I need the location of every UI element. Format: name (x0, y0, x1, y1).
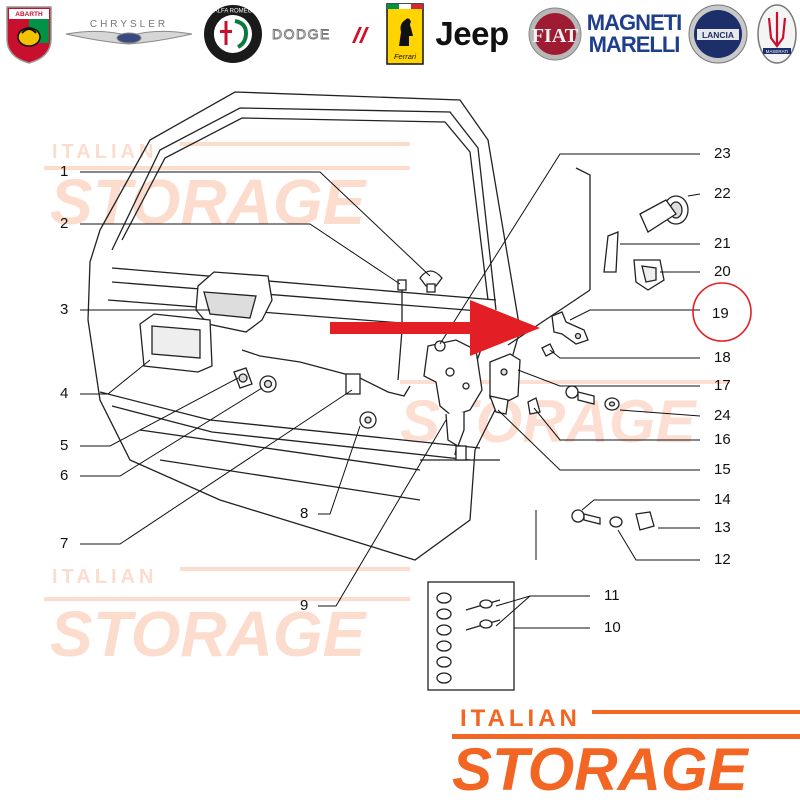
magneti-logo-text: MAGNETI (586, 10, 682, 35)
abarth-logo: ABARTH (0, 2, 58, 66)
watermark-small-text: ITALIAN (52, 141, 157, 163)
parts-10-11-kit-box (427, 581, 515, 691)
part-18-clip (541, 343, 555, 357)
callout-3: 3 (60, 301, 68, 318)
part-20-retaining-clip (633, 259, 665, 291)
part-24-washer (604, 397, 620, 411)
fiat-logo-text: FIAT (532, 25, 579, 47)
callout-12: 12 (714, 551, 731, 568)
alfa-romeo-logo: ALFA ROMEO (200, 2, 266, 66)
ferrari-logo: Ferrari (384, 2, 426, 66)
callout-2: 2 (60, 215, 68, 232)
callout-15: 15 (714, 461, 731, 478)
callout-9: 9 (300, 597, 308, 614)
fiat-logo: FIAT (526, 2, 584, 66)
abarth-logo-text: ABARTH (15, 11, 43, 18)
leader-lines (80, 153, 701, 629)
magneti-marelli-logo: MAGNETI MARELLI (586, 2, 682, 66)
callout-21: 21 (714, 235, 731, 252)
ferrari-logo-text: Ferrari (394, 52, 416, 61)
highlight-circle-part-19 (692, 282, 752, 342)
logo-small-text: ITALIAN (460, 705, 581, 732)
callout-14: 14 (714, 491, 731, 508)
part-17b-bolt (565, 385, 595, 405)
part-5-clip (233, 367, 253, 389)
callout-23: 23 (714, 145, 731, 162)
part-3-inner-handle (195, 271, 273, 333)
part-1-knob (419, 270, 443, 293)
part-4-handle-bezel (139, 313, 213, 373)
jeep-logo-text: Jeep (435, 15, 509, 52)
part-9-lock-mechanism (423, 339, 483, 461)
part-15-bracket (488, 395, 509, 415)
callout-13: 13 (714, 519, 731, 536)
marelli-logo-text: MARELLI (588, 32, 681, 57)
callout-5: 5 (60, 437, 68, 454)
logo-big-text: STORAGE (452, 736, 750, 800)
lancia-logo-text: LANCIA (702, 30, 734, 40)
italian-storage-logo: ITALIAN STORAGE (452, 705, 800, 800)
alfa-romeo-logo-text: ALFA ROMEO (214, 9, 253, 15)
callout-11: 11 (604, 587, 620, 604)
lancia-logo: LANCIA (686, 2, 750, 66)
maserati-logo-text: MASERATI (766, 49, 789, 54)
callout-19: 19 (712, 305, 729, 322)
callout-4: 4 (60, 385, 68, 402)
part-13-nut (635, 511, 655, 531)
callout-24: 24 (714, 407, 731, 424)
callout-20: 20 (714, 263, 731, 280)
callout-numbers: 1 2 3 4 5 6 7 8 9 10 11 12 13 14 15 16 1… (60, 145, 731, 636)
watermark-top: ITALIAN STORAGE (44, 141, 410, 238)
part-17-striker-plate (489, 353, 521, 405)
part-16-screw (527, 397, 541, 415)
part-22-lock-cylinder (639, 195, 689, 233)
callout-10: 10 (604, 619, 621, 636)
maserati-logo: MASERATI (754, 2, 800, 66)
chrysler-logo-text: CHRYSLER (90, 19, 168, 30)
watermark-bottom: ITALIAN STORAGE (44, 566, 410, 670)
callout-18: 18 (714, 349, 731, 366)
dodge-logo-text: DODGE (272, 26, 331, 42)
callout-1: 1 (60, 163, 68, 180)
part-8-clip (359, 411, 377, 429)
highlight-arrow (330, 300, 540, 356)
callout-8: 8 (300, 505, 308, 522)
chrysler-logo: CHRYSLER (62, 2, 196, 66)
part-6-grommet (259, 375, 277, 393)
brand-logo-bar: ABARTH CHRYSLER ALFA ROMEO DODGE (0, 0, 800, 70)
part-19-lever (551, 311, 589, 345)
callout-16: 16 (714, 431, 731, 448)
watermark-small-text: ITALIAN (52, 566, 157, 588)
part-7-rod (241, 349, 411, 397)
watermark-big-text: STORAGE (50, 598, 368, 670)
jeep-logo: Jeep (428, 2, 516, 66)
callout-22: 22 (714, 185, 731, 202)
part-14-screw (571, 509, 601, 525)
watermark-big-text: STORAGE (50, 166, 368, 238)
callout-17: 17 (714, 377, 731, 394)
part-21-gasket (603, 231, 619, 273)
part-23-clip (434, 340, 446, 352)
callout-7: 7 (60, 535, 68, 552)
callout-6: 6 (60, 467, 68, 484)
part-12-washer (609, 516, 623, 528)
dodge-logo: DODGE (270, 2, 374, 66)
